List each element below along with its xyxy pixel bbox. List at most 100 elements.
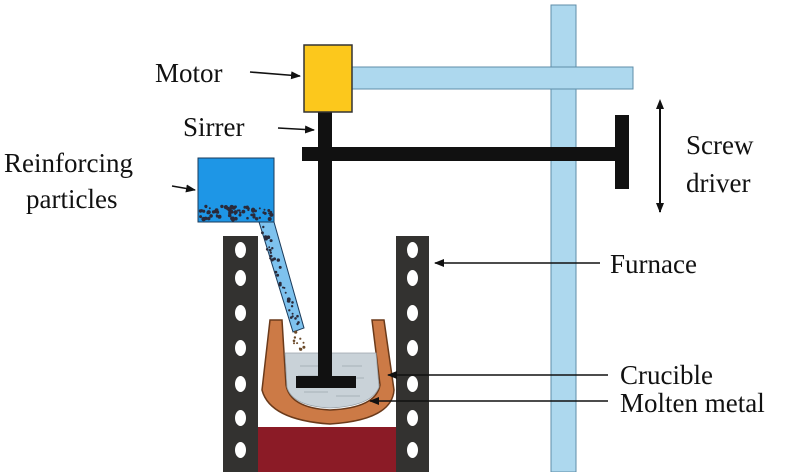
particle-dot — [239, 211, 242, 214]
label-particles: particles — [26, 184, 117, 214]
particle-dot — [233, 210, 238, 215]
screw-arm-horizontal — [302, 147, 622, 161]
stirrer — [296, 112, 356, 388]
particle-dot — [276, 273, 280, 277]
particle-dot — [206, 216, 211, 221]
particle-dot — [293, 342, 295, 345]
particle-dot — [296, 322, 299, 326]
furnace-base — [258, 427, 396, 472]
particle-hopper — [197, 157, 306, 351]
particle-dot — [267, 209, 271, 212]
particle-dot — [296, 342, 299, 345]
particle-dot — [268, 248, 272, 252]
particle-dot — [287, 299, 291, 303]
particle-dot — [204, 217, 207, 221]
label-motor: Motor — [155, 58, 223, 88]
furnace-hole — [235, 340, 246, 356]
particle-dot — [298, 347, 301, 350]
label-reinforcing: Reinforcing — [4, 148, 133, 178]
furnace-hole — [407, 376, 418, 392]
label-screw: Screw — [686, 130, 754, 160]
particle-dot — [269, 210, 273, 214]
label-driver: driver — [686, 168, 750, 198]
particle-dot — [238, 213, 242, 217]
reinforcing-arrow — [171, 184, 196, 193]
particle-dot — [291, 315, 294, 318]
particle-dot — [247, 207, 250, 210]
particle-dot — [276, 258, 280, 262]
particle-dot — [264, 236, 268, 241]
label-molten-metal: Molten metal — [620, 388, 765, 418]
label-crucible: Crucible — [620, 360, 713, 390]
particle-dot — [278, 281, 282, 285]
particle-dot — [302, 341, 305, 344]
particle-dot — [269, 254, 273, 258]
particle-dot — [220, 204, 224, 209]
furnace-hole — [407, 270, 418, 286]
particle-dot — [251, 208, 256, 213]
particle-dot — [292, 339, 296, 343]
particle-dot — [283, 286, 286, 289]
hopper-box — [197, 157, 275, 223]
particle-dot — [206, 211, 210, 215]
furnace-hole — [235, 242, 246, 258]
particle-dot — [284, 291, 287, 294]
particle-dot — [198, 209, 203, 213]
particle-dot — [214, 208, 219, 213]
label-stirrer: Sirrer — [183, 112, 244, 142]
particle-dot — [268, 212, 271, 215]
particle-dot — [226, 206, 230, 211]
stirrer-impeller — [296, 376, 356, 388]
falling-particles — [261, 225, 306, 351]
particle-dot — [258, 207, 261, 210]
label-furnace: Furnace — [610, 249, 697, 279]
motor-box — [303, 44, 353, 113]
particle-dot — [201, 216, 206, 222]
particle-dot — [274, 270, 278, 274]
particle-dot — [233, 205, 237, 209]
particle-dot — [209, 214, 213, 218]
particle-dot — [262, 225, 265, 229]
particle-dot — [299, 337, 302, 340]
particle-dot — [291, 312, 294, 315]
furnace-hole — [407, 410, 418, 426]
particle-dot — [243, 205, 247, 209]
particle-dot — [230, 216, 234, 221]
particle-dot — [258, 216, 261, 219]
particle-dot — [237, 209, 239, 212]
particle-dot — [288, 309, 291, 312]
particle-dot — [290, 305, 294, 308]
particle-dot — [263, 208, 266, 211]
particle-dot — [293, 336, 297, 339]
particle-dot — [273, 257, 276, 261]
particle-dot — [229, 204, 234, 210]
particle-dot — [228, 211, 232, 215]
particle-dot — [269, 257, 272, 260]
furnace-hole — [235, 376, 246, 392]
particle-dot — [291, 301, 294, 304]
particle-dot — [294, 330, 298, 334]
particle-dot — [269, 251, 272, 254]
particle-dot — [263, 211, 267, 215]
particle-dot — [261, 232, 264, 234]
particle-dot — [208, 207, 211, 210]
particle-dot — [217, 214, 222, 219]
particle-dot — [204, 205, 208, 209]
particle-dot — [246, 216, 249, 220]
particle-dot — [271, 247, 274, 250]
particle-dot — [241, 209, 246, 214]
particle-dot — [250, 213, 253, 217]
furnace-hole — [235, 270, 246, 286]
furnace-holes — [235, 242, 418, 458]
stirrer-arrow — [277, 125, 315, 134]
particle-dot — [267, 217, 272, 221]
particle-dot — [265, 248, 269, 251]
particle-dot — [270, 214, 273, 217]
particle-dot — [252, 215, 256, 219]
furnace-hole — [235, 410, 246, 426]
screw-driver-arm — [302, 115, 629, 189]
particle-dot — [296, 314, 299, 318]
crucible-body — [261, 319, 395, 425]
support-frame — [351, 4, 634, 472]
